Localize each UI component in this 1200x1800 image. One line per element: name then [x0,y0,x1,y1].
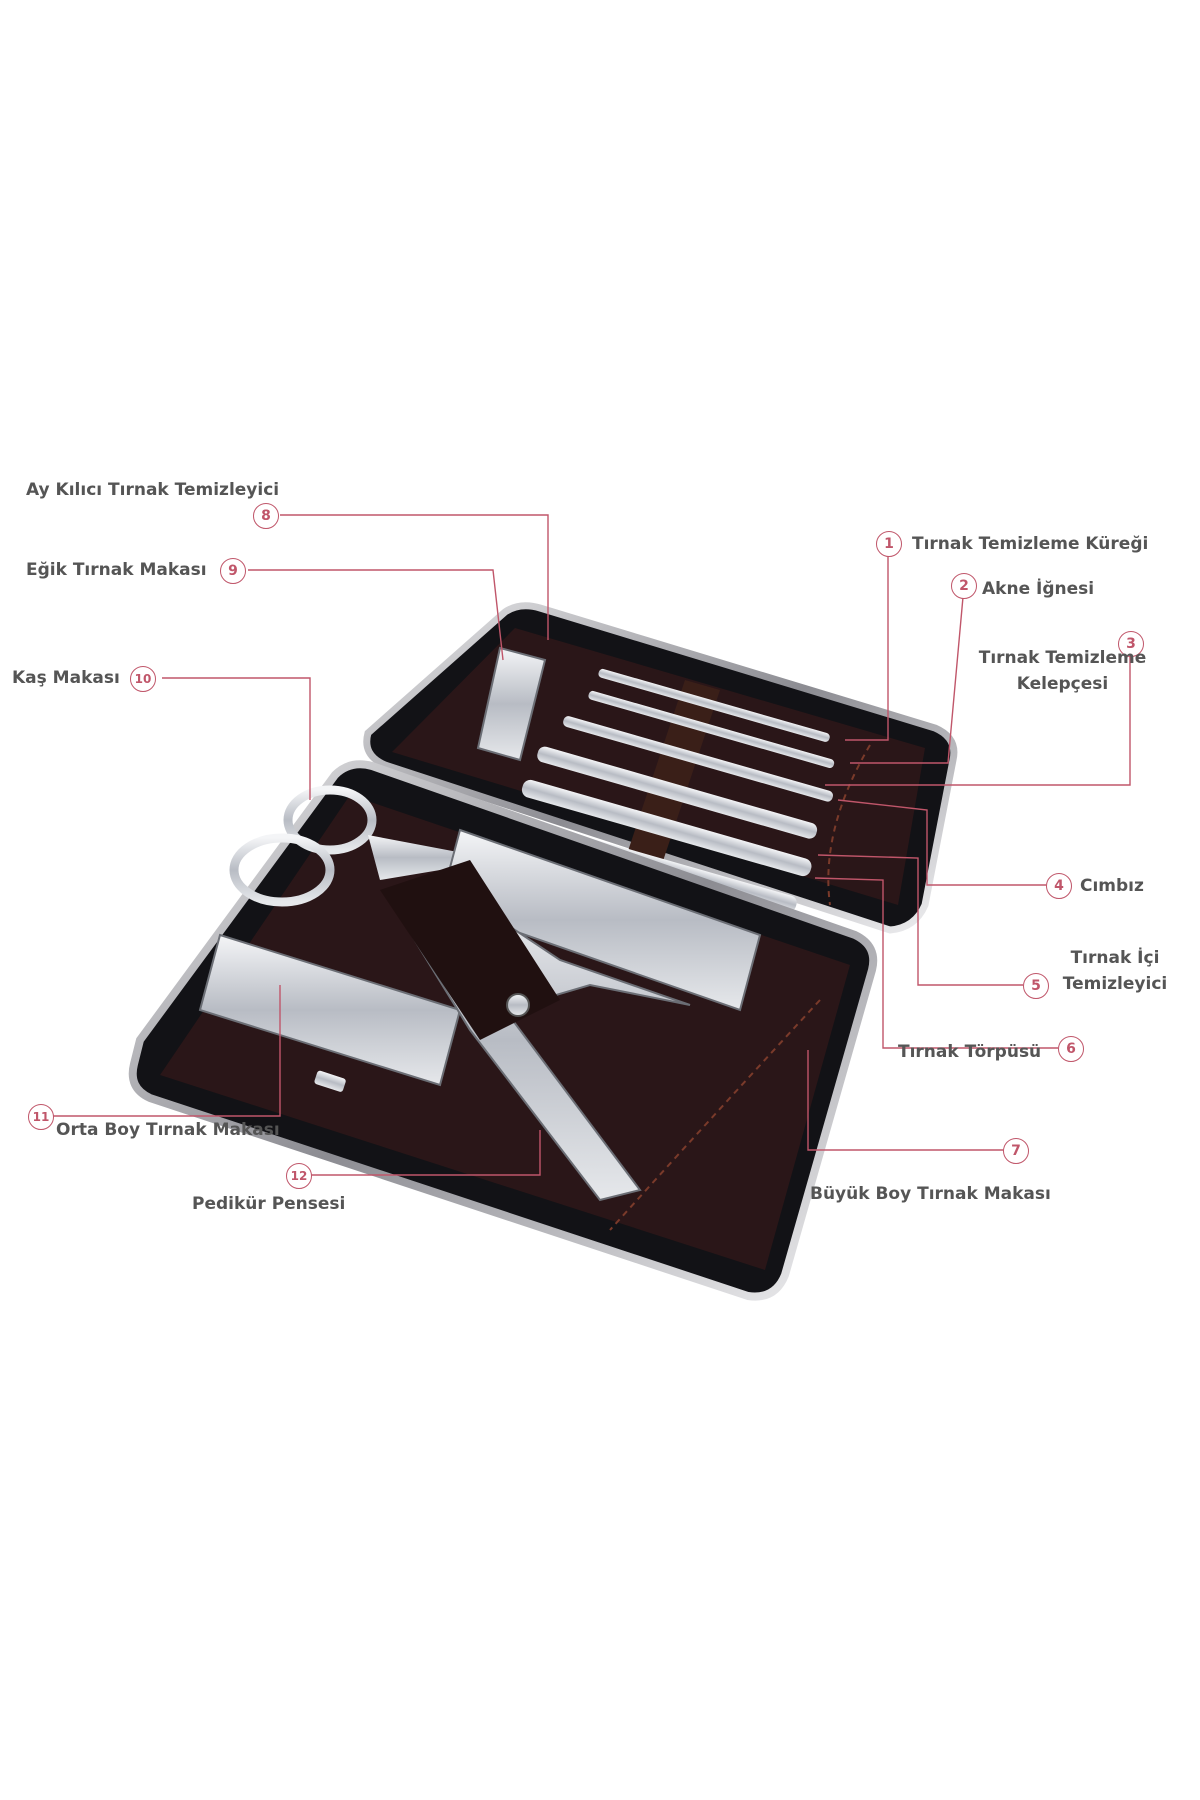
label-8: Ay Kılıcı Tırnak Temizleyici [26,480,280,500]
callout-number-6: 6 [1058,1036,1084,1062]
label-2: Akne İğnesi [982,579,1095,599]
label-3: Tırnak Temizleme Kelepçesi [965,645,1160,697]
label-5-line-1: Tırnak İçi [1070,948,1160,968]
callout-number-7: 7 [1003,1138,1029,1164]
label-1: Tırnak Temizleme Küreği [912,534,1149,554]
label-4: Cımbız [1080,876,1144,896]
label-9: Eğik Tırnak Makası [26,560,207,580]
callout-number-11: 11 [28,1104,54,1130]
callout-number-3: 3 [1118,631,1144,657]
label-11: Orta Boy Tırnak Makası [56,1120,280,1140]
label-5-line-2: Temizleyici [1062,974,1168,994]
label-12: Pedikür Pensesi [192,1194,346,1214]
callout-number-2: 2 [951,573,977,599]
callout-number-12: 12 [286,1163,312,1189]
callout-number-5: 5 [1023,973,1049,999]
callout-number-10: 10 [130,666,156,692]
label-10: Kaş Makası [12,668,120,688]
label-7: Büyük Boy Tırnak Makası [810,1184,1051,1204]
callout-number-4: 4 [1046,873,1072,899]
leader-lines [52,514,1131,1176]
callout-number-1: 1 [876,531,902,557]
case-lower-half [128,760,878,1301]
label-5: Tırnak İçi Temizleyici [1050,945,1180,997]
callout-number-8: 8 [253,503,279,529]
callout-number-9: 9 [220,558,246,584]
label-3-line-1: Tırnak Temizleme [978,648,1147,668]
label-3-line-2: Kelepçesi [1016,674,1109,694]
label-6: Tırnak Törpüsü [898,1042,1042,1062]
